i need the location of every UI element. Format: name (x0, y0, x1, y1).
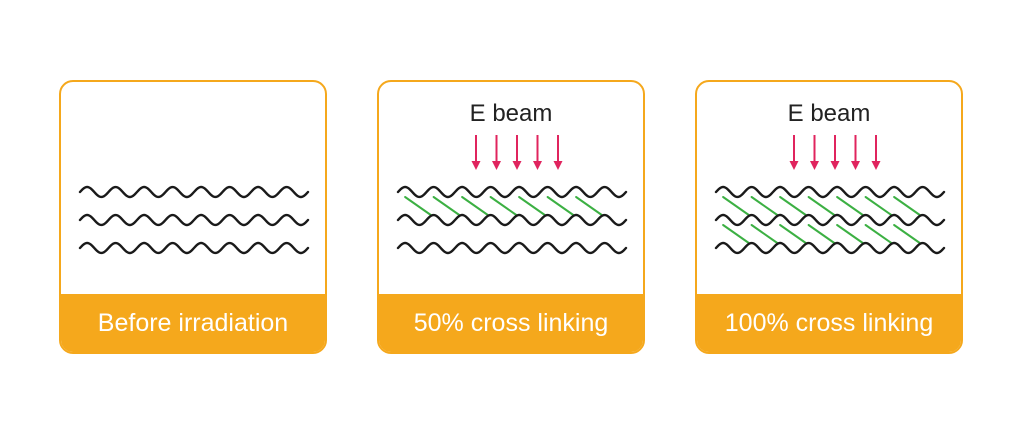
crosslink-line (836, 224, 864, 244)
crosslink-line (404, 196, 432, 216)
caption-before-irradiation: Before irradiation (61, 294, 325, 352)
beam-arrow (851, 135, 860, 170)
crosslink-line (575, 196, 603, 216)
crosslink-line (779, 196, 807, 216)
beam-arrow (492, 135, 501, 170)
polymer-chain (714, 213, 946, 227)
panel-100-cross-linking: E beam 100% cross linking (695, 80, 963, 354)
beam-arrow (553, 135, 563, 170)
panel-before-irradiation: Before irradiation (59, 80, 327, 354)
crosslink-line (461, 196, 489, 216)
polymer-chains-illustration (714, 135, 946, 255)
polymer-chain (714, 185, 946, 199)
crosslink-line (864, 224, 893, 244)
crosslink-line (836, 196, 864, 216)
crosslink-line (807, 224, 836, 244)
beam-label: E beam (787, 100, 871, 127)
polymer-chain (714, 241, 946, 255)
beam-arrow (871, 135, 881, 170)
crosslink-line (489, 196, 518, 216)
polymer-chain (78, 213, 310, 227)
crosslink-line (750, 224, 779, 244)
polymer-chain (78, 185, 310, 199)
caption-50-cross-linking: 50% cross linking (379, 294, 643, 352)
beam-arrow (471, 135, 481, 170)
crosslink-line (779, 224, 807, 244)
caption-100-cross-linking: 100% cross linking (697, 294, 961, 352)
crosslink-line (432, 196, 461, 216)
crosslink-line (893, 224, 921, 244)
panel-50-cross-linking: E beam 50% cross linking (377, 80, 645, 354)
polymer-chains-illustration (78, 185, 310, 255)
polymer-chain (78, 241, 310, 255)
crosslink-line (546, 196, 575, 216)
crosslink-line (893, 196, 921, 216)
crosslink-line (750, 196, 779, 216)
beam-arrow (512, 135, 522, 170)
crosslink-line (807, 196, 836, 216)
beam-arrow (789, 135, 799, 170)
polymer-chain (396, 213, 628, 227)
beam-arrow (810, 135, 819, 170)
polymer-chain (396, 185, 628, 199)
crosslink-line (722, 196, 750, 216)
beam-label: E beam (469, 100, 553, 127)
crosslink-line (864, 196, 893, 216)
polymer-chain (396, 241, 628, 255)
beam-arrow (830, 135, 840, 170)
crosslink-line (518, 196, 546, 216)
beam-arrow (533, 135, 542, 170)
crosslink-line (722, 224, 750, 244)
polymer-chains-illustration (396, 135, 628, 255)
